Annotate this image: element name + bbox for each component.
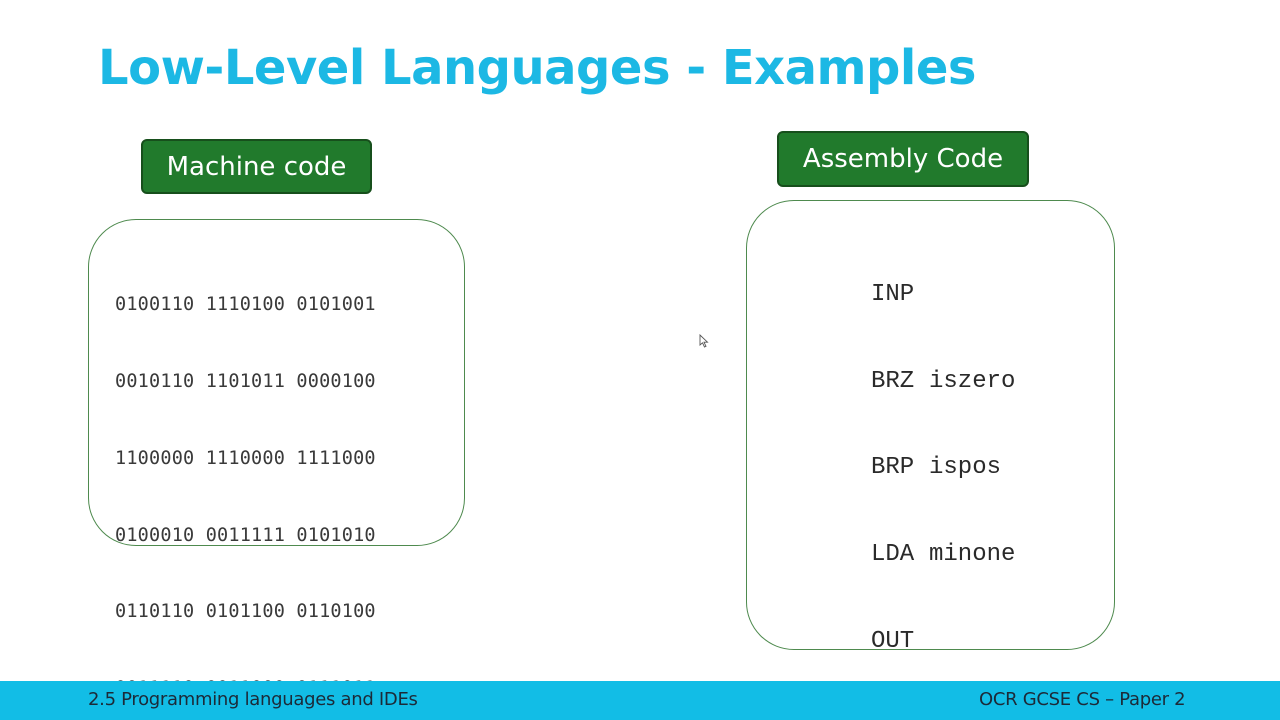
asm-line: INP [774,281,1015,310]
binary-line: 0100110 1110100 0101001 [115,294,376,316]
asm-line: LDA minone [774,541,1015,570]
asm-label [774,281,871,310]
binary-line: 0110110 0101100 0110100 [115,601,376,623]
footer-bar: 2.5 Programming languages and IDEs OCR G… [0,681,1280,720]
machine-code-label-text: Machine code [166,151,347,182]
asm-label [774,454,871,483]
machine-code-label: Machine code [141,139,372,194]
asm-opcode: OUT [871,627,915,655]
asm-operand: ispos [929,454,1002,482]
asm-label [774,541,871,570]
asm-operand: minone [929,540,1016,568]
asm-opcode: LDA [871,540,915,568]
asm-label [774,628,871,657]
asm-line: BRZ iszero [774,368,1015,397]
slide-title: Low-Level Languages - Examples [98,40,976,96]
asm-opcode: BRP [871,454,915,482]
machine-code-box [88,219,465,546]
asm-opcode: INP [871,280,915,308]
asm-line: OUT [774,628,1015,657]
asm-line: BRP ispos [774,454,1015,483]
assembly-code-label-text: Assembly Code [802,144,1004,174]
footer-course: OCR GCSE CS – Paper 2 [979,689,1186,710]
assembly-code-label: Assembly Code [777,131,1029,187]
asm-opcode: BRZ [871,367,915,395]
footer-topic: 2.5 Programming languages and IDEs [88,689,418,710]
arrow-pointer-icon [699,334,709,348]
binary-line: 1100000 1110000 1111000 [115,447,376,469]
asm-operand: iszero [929,367,1016,395]
assembly-code-box [746,200,1115,650]
binary-line: 0010110 1101011 0000100 [115,370,376,392]
binary-line: 0100010 0011111 0101010 [115,524,376,546]
machine-code-listing: 0100110 1110100 0101001 0010110 1101011 … [115,241,376,720]
asm-label [774,368,871,397]
